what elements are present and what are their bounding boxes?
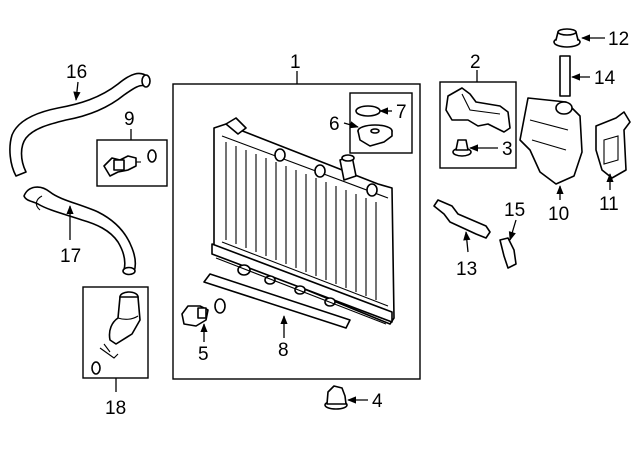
callout-14: 14	[594, 68, 616, 89]
callout-8: 8	[278, 340, 289, 361]
callout-9: 9	[124, 109, 135, 130]
drain-plug[interactable]	[181, 298, 226, 327]
callout-4: 4	[372, 391, 383, 412]
callout-12: 12	[608, 29, 629, 50]
tank-tube[interactable]	[559, 55, 571, 97]
callout-17: 17	[60, 246, 81, 267]
callout-13: 13	[456, 259, 477, 280]
callout-10: 10	[548, 204, 569, 225]
callout-1: 1	[290, 52, 301, 73]
callout-6: 6	[329, 114, 340, 135]
sensor-group-box	[96, 139, 168, 187]
lower-hose[interactable]	[23, 186, 137, 276]
callout-16: 16	[66, 62, 87, 83]
callout-11: 11	[599, 194, 619, 215]
overflow-hose[interactable]	[433, 199, 491, 239]
radiator-mount[interactable]	[324, 385, 348, 410]
upper-hose[interactable]	[9, 72, 151, 177]
tank-bracket-slot	[603, 135, 619, 165]
bracket-group-box	[439, 81, 517, 169]
cap-o-ring[interactable]	[355, 105, 381, 117]
water-pipe[interactable]	[91, 291, 141, 375]
upper-bracket-edge	[461, 93, 501, 115]
radiator-seal[interactable]	[203, 273, 351, 329]
callout-15: 15	[504, 200, 525, 221]
radiator-cap[interactable]	[357, 124, 393, 147]
upper-bracket[interactable]	[445, 87, 511, 133]
callout-2: 2	[470, 52, 481, 73]
bracket-clip[interactable]	[452, 139, 472, 157]
radiator[interactable]	[211, 117, 395, 325]
callout-7: 7	[396, 102, 407, 123]
temperature-sensor[interactable]	[103, 149, 157, 177]
reserve-tank[interactable]	[519, 97, 583, 185]
tank-cap[interactable]	[553, 28, 581, 48]
callout-3: 3	[502, 139, 513, 160]
callout-18: 18	[105, 398, 126, 419]
callout-5: 5	[198, 344, 209, 365]
small-hose[interactable]	[499, 237, 517, 269]
tank-bracket[interactable]	[595, 111, 631, 179]
radiator-core-fins	[225, 142, 377, 300]
leader-lines	[66, 34, 614, 404]
